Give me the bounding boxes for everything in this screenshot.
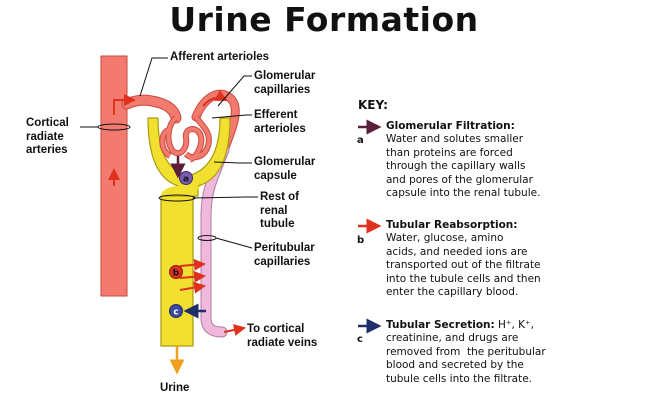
marker-b: b bbox=[173, 269, 180, 279]
key-heading-reabsorption: Tubular Reabsorption: bbox=[386, 219, 518, 231]
key-item-reabsorption: Tubular Reabsorption: Water, glucose, am… bbox=[386, 219, 541, 299]
reabsorption-arrow-1 bbox=[179, 258, 206, 271]
label-rest-of-renal-tubule: Rest of renal tubule bbox=[260, 191, 299, 230]
key-letter-b: b bbox=[357, 235, 365, 246]
marker-b-circle bbox=[169, 265, 183, 279]
key-title: KEY: bbox=[358, 98, 388, 112]
label-cortical-radiate-arteries: Cortical radiate arteries bbox=[26, 117, 69, 156]
key-letter-a: a bbox=[357, 135, 364, 146]
key-item-filtration: Glomerular Filtration: Water and solutes… bbox=[386, 120, 540, 200]
key-item-secretion: Tubular Secretion: H⁺, K⁺, creatinine, a… bbox=[386, 319, 546, 386]
key-text-reabsorption: Water, glucose, amino acids, and needed … bbox=[386, 232, 541, 299]
label-glomerular-capillaries: Glomerular capillaries bbox=[254, 70, 316, 96]
label-to-cortical-radiate-veins: To cortical radiate veins bbox=[247, 323, 318, 349]
marker-c-circle bbox=[169, 304, 183, 318]
label-urine: Urine bbox=[160, 382, 190, 394]
key-text-filtration: Water and solutes smaller than proteins … bbox=[386, 133, 541, 200]
key-heading-filtration: Glomerular Filtration: bbox=[386, 120, 515, 132]
label-peritubular-capillaries: Peritubular capillaries bbox=[254, 242, 315, 268]
marker-a-circle bbox=[179, 171, 193, 185]
marker-c: c bbox=[173, 308, 178, 318]
key-heading-secretion-suffix: H⁺, K⁺, bbox=[494, 319, 534, 331]
marker-a: a bbox=[183, 175, 189, 185]
key-letter-c: c bbox=[357, 334, 363, 345]
key-text-secretion: creatinine, and drugs are removed from t… bbox=[386, 332, 546, 385]
page-title: Urine Formation bbox=[169, 0, 479, 39]
label-glomerular-capsule: Glomerular capsule bbox=[254, 156, 316, 182]
label-afferent-arterioles: Afferent arterioles bbox=[170, 51, 270, 63]
reabsorption-arrow-3 bbox=[179, 281, 206, 294]
key-heading-secretion: Tubular Secretion: bbox=[386, 319, 495, 331]
label-efferent-arterioles: Efferent arterioles bbox=[254, 109, 306, 135]
reabsorption-arrow-2 bbox=[179, 270, 206, 283]
